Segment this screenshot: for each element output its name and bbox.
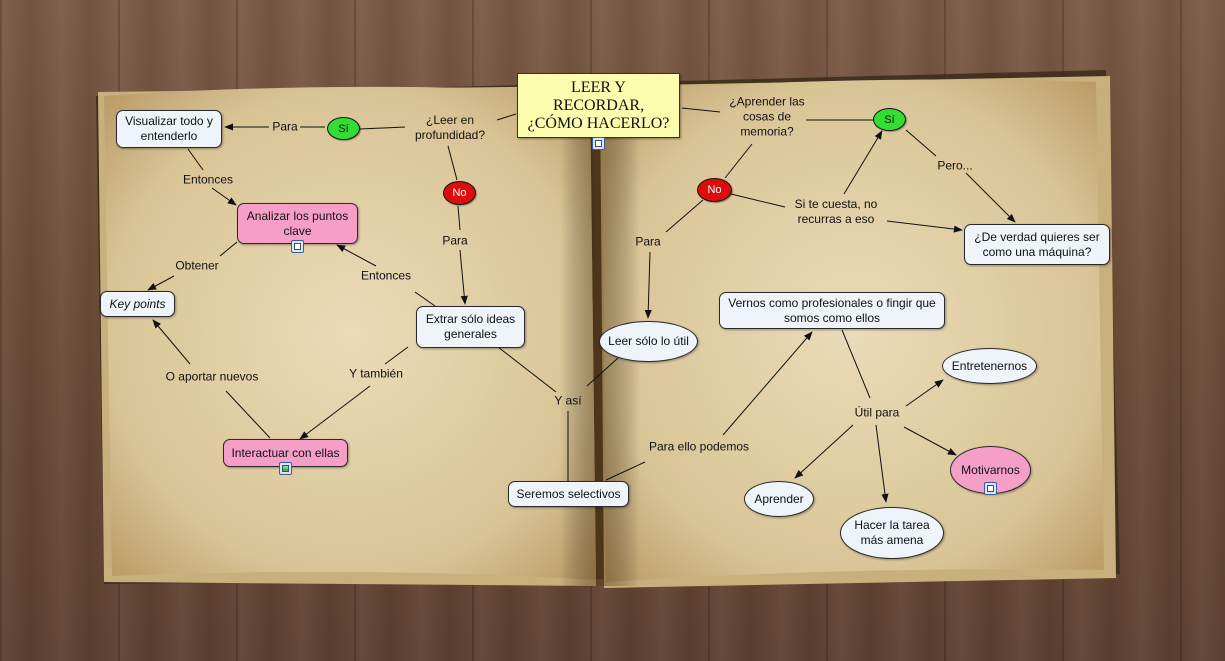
yes-badge-left[interactable]: Sí — [327, 117, 360, 140]
node-extraer[interactable]: Extrar sólo ideas generales — [416, 306, 525, 348]
link-si-cuesta: Si te cuesta, no recurras a eso — [794, 197, 878, 226]
node-key-points[interactable]: Key points — [100, 291, 175, 317]
note-icon[interactable] — [984, 482, 997, 495]
link-para-1: Para — [272, 119, 298, 134]
link-entonces-1: Entonces — [182, 172, 234, 187]
node-de-verdad[interactable]: ¿De verdad quieres ser como una máquina? — [964, 224, 1110, 265]
no-badge-left[interactable]: No — [443, 181, 476, 205]
link-o-aportar: O aportar nuevos — [165, 369, 259, 384]
link-para-2: Para — [442, 233, 468, 248]
link-aprender-cosas: ¿Aprender las cosas de memoria? — [729, 94, 805, 139]
link-entonces-2: Entonces — [360, 268, 412, 283]
link-para-ello: Para ello podemos — [648, 439, 750, 454]
link-para-3: Para — [635, 234, 661, 249]
note-icon[interactable] — [592, 137, 605, 150]
node-aprender[interactable]: Aprender — [744, 481, 814, 517]
node-vernos[interactable]: Vernos como profesionales o fingir que s… — [719, 292, 945, 329]
main-title-node[interactable]: LEER Y RECORDAR, ¿CÓMO HACERLO? — [517, 73, 680, 138]
node-visualizar[interactable]: Visualizar todo y entenderlo — [116, 110, 222, 148]
image-icon[interactable] — [279, 462, 292, 475]
note-icon[interactable] — [291, 240, 304, 253]
node-hacer-tarea[interactable]: Hacer la tarea más amena — [840, 507, 944, 559]
yes-badge-right[interactable]: Sí — [873, 108, 906, 131]
node-seremos[interactable]: Seremos selectivos — [508, 481, 629, 507]
link-y-asi: Y así — [554, 393, 582, 408]
link-leer-profundidad: ¿Leer en profundidad? — [414, 113, 486, 142]
main-title: LEER Y RECORDAR, ¿CÓMO HACERLO? — [527, 78, 670, 132]
node-leer-util[interactable]: Leer sólo lo útil — [599, 321, 698, 362]
no-badge-right[interactable]: No — [697, 178, 732, 202]
link-obtener: Obtener — [175, 258, 219, 273]
node-entretenernos[interactable]: Entretenernos — [942, 348, 1037, 384]
link-y-tambien: Y también — [349, 366, 403, 381]
link-util-para: Útil para — [854, 405, 900, 420]
link-pero: Pero... — [937, 158, 973, 173]
node-analizar[interactable]: Analizar los puntos clave — [237, 203, 358, 244]
